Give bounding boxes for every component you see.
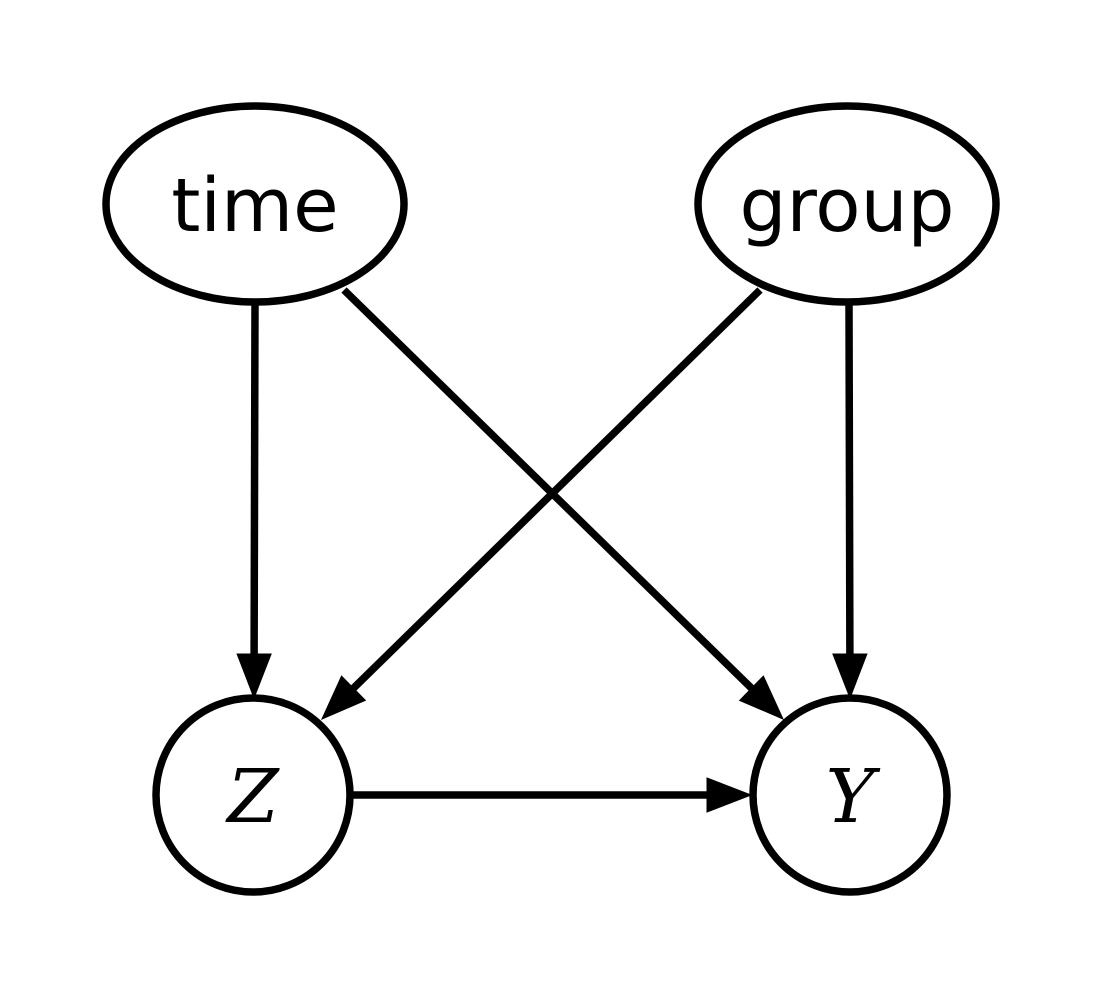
edge-line bbox=[250, 302, 259, 658]
edge-line bbox=[348, 287, 763, 694]
node-group[interactable]: group bbox=[694, 102, 1000, 306]
node-label-group: group bbox=[740, 163, 955, 249]
node-Y[interactable]: Y bbox=[749, 694, 951, 896]
node-shape-ellipse[interactable] bbox=[694, 102, 1000, 306]
arrowhead-icon bbox=[321, 675, 367, 720]
edge-line bbox=[845, 302, 854, 658]
arrowhead-icon bbox=[738, 675, 784, 720]
arrowhead-icon bbox=[236, 653, 272, 700]
node-shape-ellipse[interactable] bbox=[102, 102, 408, 306]
edge-group-to-Z bbox=[321, 287, 763, 720]
node-time[interactable]: time bbox=[102, 102, 408, 306]
node-shape-circle[interactable] bbox=[749, 694, 951, 896]
node-label-time: time bbox=[171, 163, 338, 249]
arrowhead-icon bbox=[706, 777, 753, 813]
node-label-Y: Y bbox=[826, 754, 881, 840]
node-label-Z: Z bbox=[225, 754, 280, 840]
edge-group-to-Y bbox=[832, 302, 868, 700]
node-Z[interactable]: Z bbox=[152, 694, 354, 896]
edge-time-to-Z bbox=[236, 302, 272, 700]
arrowhead-icon bbox=[832, 653, 868, 700]
edge-time-to-Y bbox=[341, 287, 784, 720]
edges-layer bbox=[236, 287, 868, 813]
edge-Z-to-Y bbox=[351, 777, 753, 813]
edge-line bbox=[341, 287, 757, 694]
node-shape-circle[interactable] bbox=[152, 694, 354, 896]
